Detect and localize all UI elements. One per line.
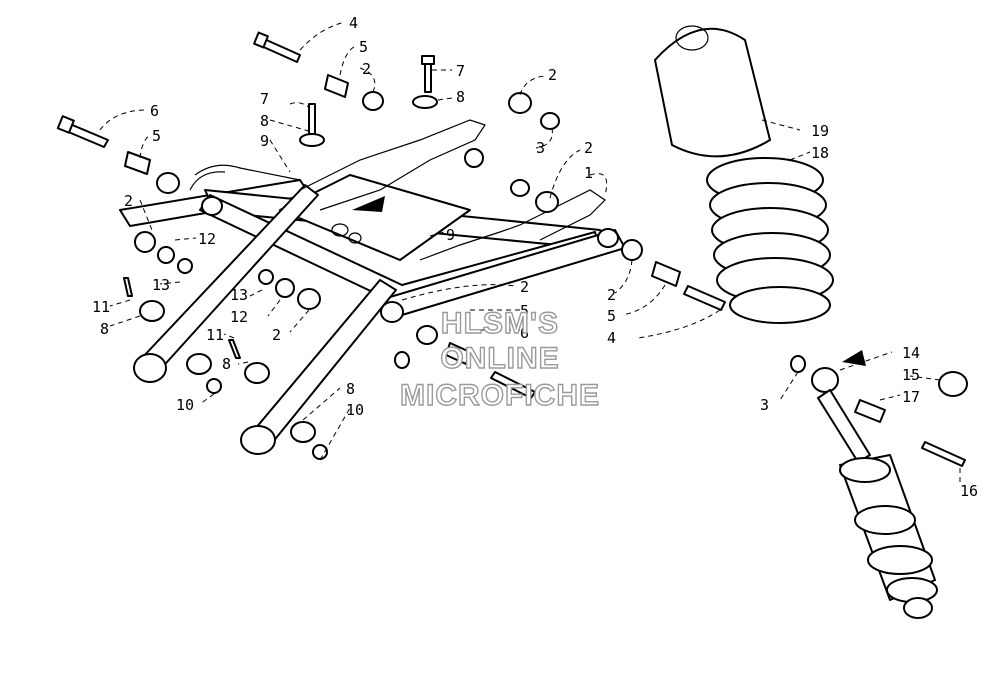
callout-8: 8: [456, 88, 465, 106]
callout-5: 5: [359, 38, 368, 56]
direction-arrow-icon: [842, 350, 866, 366]
callout-5: 5: [607, 307, 616, 325]
callout-6: 6: [150, 102, 159, 120]
callout-16: 16: [960, 482, 978, 500]
callout-10: 10: [176, 396, 194, 414]
callout-14: 14: [902, 344, 920, 362]
callout-8: 8: [100, 320, 109, 338]
callout-4: 4: [349, 14, 358, 32]
rubber-boot: [654, 25, 771, 158]
callout-5: 5: [152, 127, 161, 145]
watermark-line-1: HLSM'S: [441, 307, 559, 340]
direction-arrow-icon: [352, 196, 385, 212]
callout-3: 3: [536, 139, 545, 157]
callout-11: 11: [92, 298, 110, 316]
callout-2: 2: [272, 326, 281, 344]
callout-2: 2: [362, 60, 371, 78]
callout-8: 8: [346, 380, 355, 398]
callout-4: 4: [607, 329, 616, 347]
callout-2: 2: [548, 66, 557, 84]
callout-3: 3: [760, 396, 769, 414]
callout-6: 6: [520, 324, 529, 342]
shock-absorber: [790, 355, 968, 619]
callout-12: 12: [198, 230, 216, 248]
hardware-parts: [56, 31, 726, 460]
callout-13: 13: [152, 276, 170, 294]
leader-lines: [99, 21, 961, 484]
callout-1: 1: [584, 164, 593, 182]
watermark-line-3: MICROFICHE: [400, 379, 600, 412]
callout-17: 17: [902, 388, 920, 406]
callout-2: 2: [607, 286, 616, 304]
callout-10: 10: [346, 401, 364, 419]
callout-13: 13: [230, 286, 248, 304]
coil-spring: [706, 157, 834, 324]
callout-7: 7: [260, 90, 269, 108]
callout-18: 18: [811, 144, 829, 162]
watermark: HLSM'S ONLINE MICROFICHE: [399, 306, 600, 412]
callout-8: 8: [222, 355, 231, 373]
callout-numbers: 4 5 2 7 8 2 6 5 7 8 9 3 2 1 19 18 2 12 1…: [92, 14, 978, 500]
callout-9: 9: [446, 226, 455, 244]
callout-7: 7: [456, 62, 465, 80]
callout-9: 9: [260, 132, 269, 150]
callout-11: 11: [206, 326, 224, 344]
callout-2: 2: [124, 192, 133, 210]
callout-2: 2: [584, 139, 593, 157]
callout-5: 5: [520, 302, 529, 320]
callout-19: 19: [811, 122, 829, 140]
callout-12: 12: [230, 308, 248, 326]
callout-2: 2: [520, 278, 529, 296]
rear-suspension-frame: [119, 119, 866, 455]
watermark-line-2: ONLINE: [440, 342, 559, 375]
callout-8: 8: [260, 112, 269, 130]
callout-15: 15: [902, 366, 920, 384]
